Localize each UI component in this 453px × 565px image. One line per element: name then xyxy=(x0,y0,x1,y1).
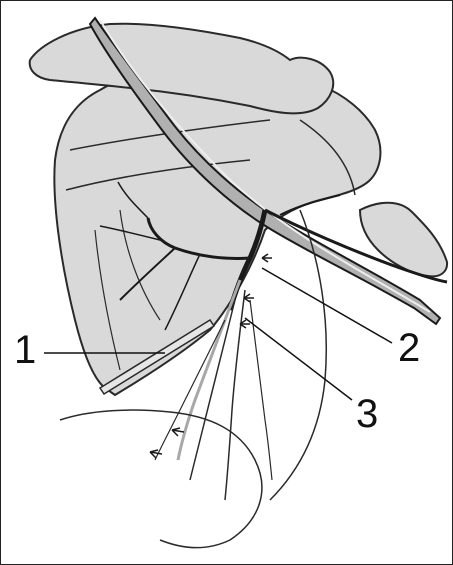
label-2: 2 xyxy=(398,328,420,368)
label-3: 3 xyxy=(356,394,378,434)
scapula-shape xyxy=(54,74,380,395)
soft-tissue-outline xyxy=(60,410,262,548)
label-1: 1 xyxy=(14,330,36,370)
coracoid-shape xyxy=(360,203,447,277)
